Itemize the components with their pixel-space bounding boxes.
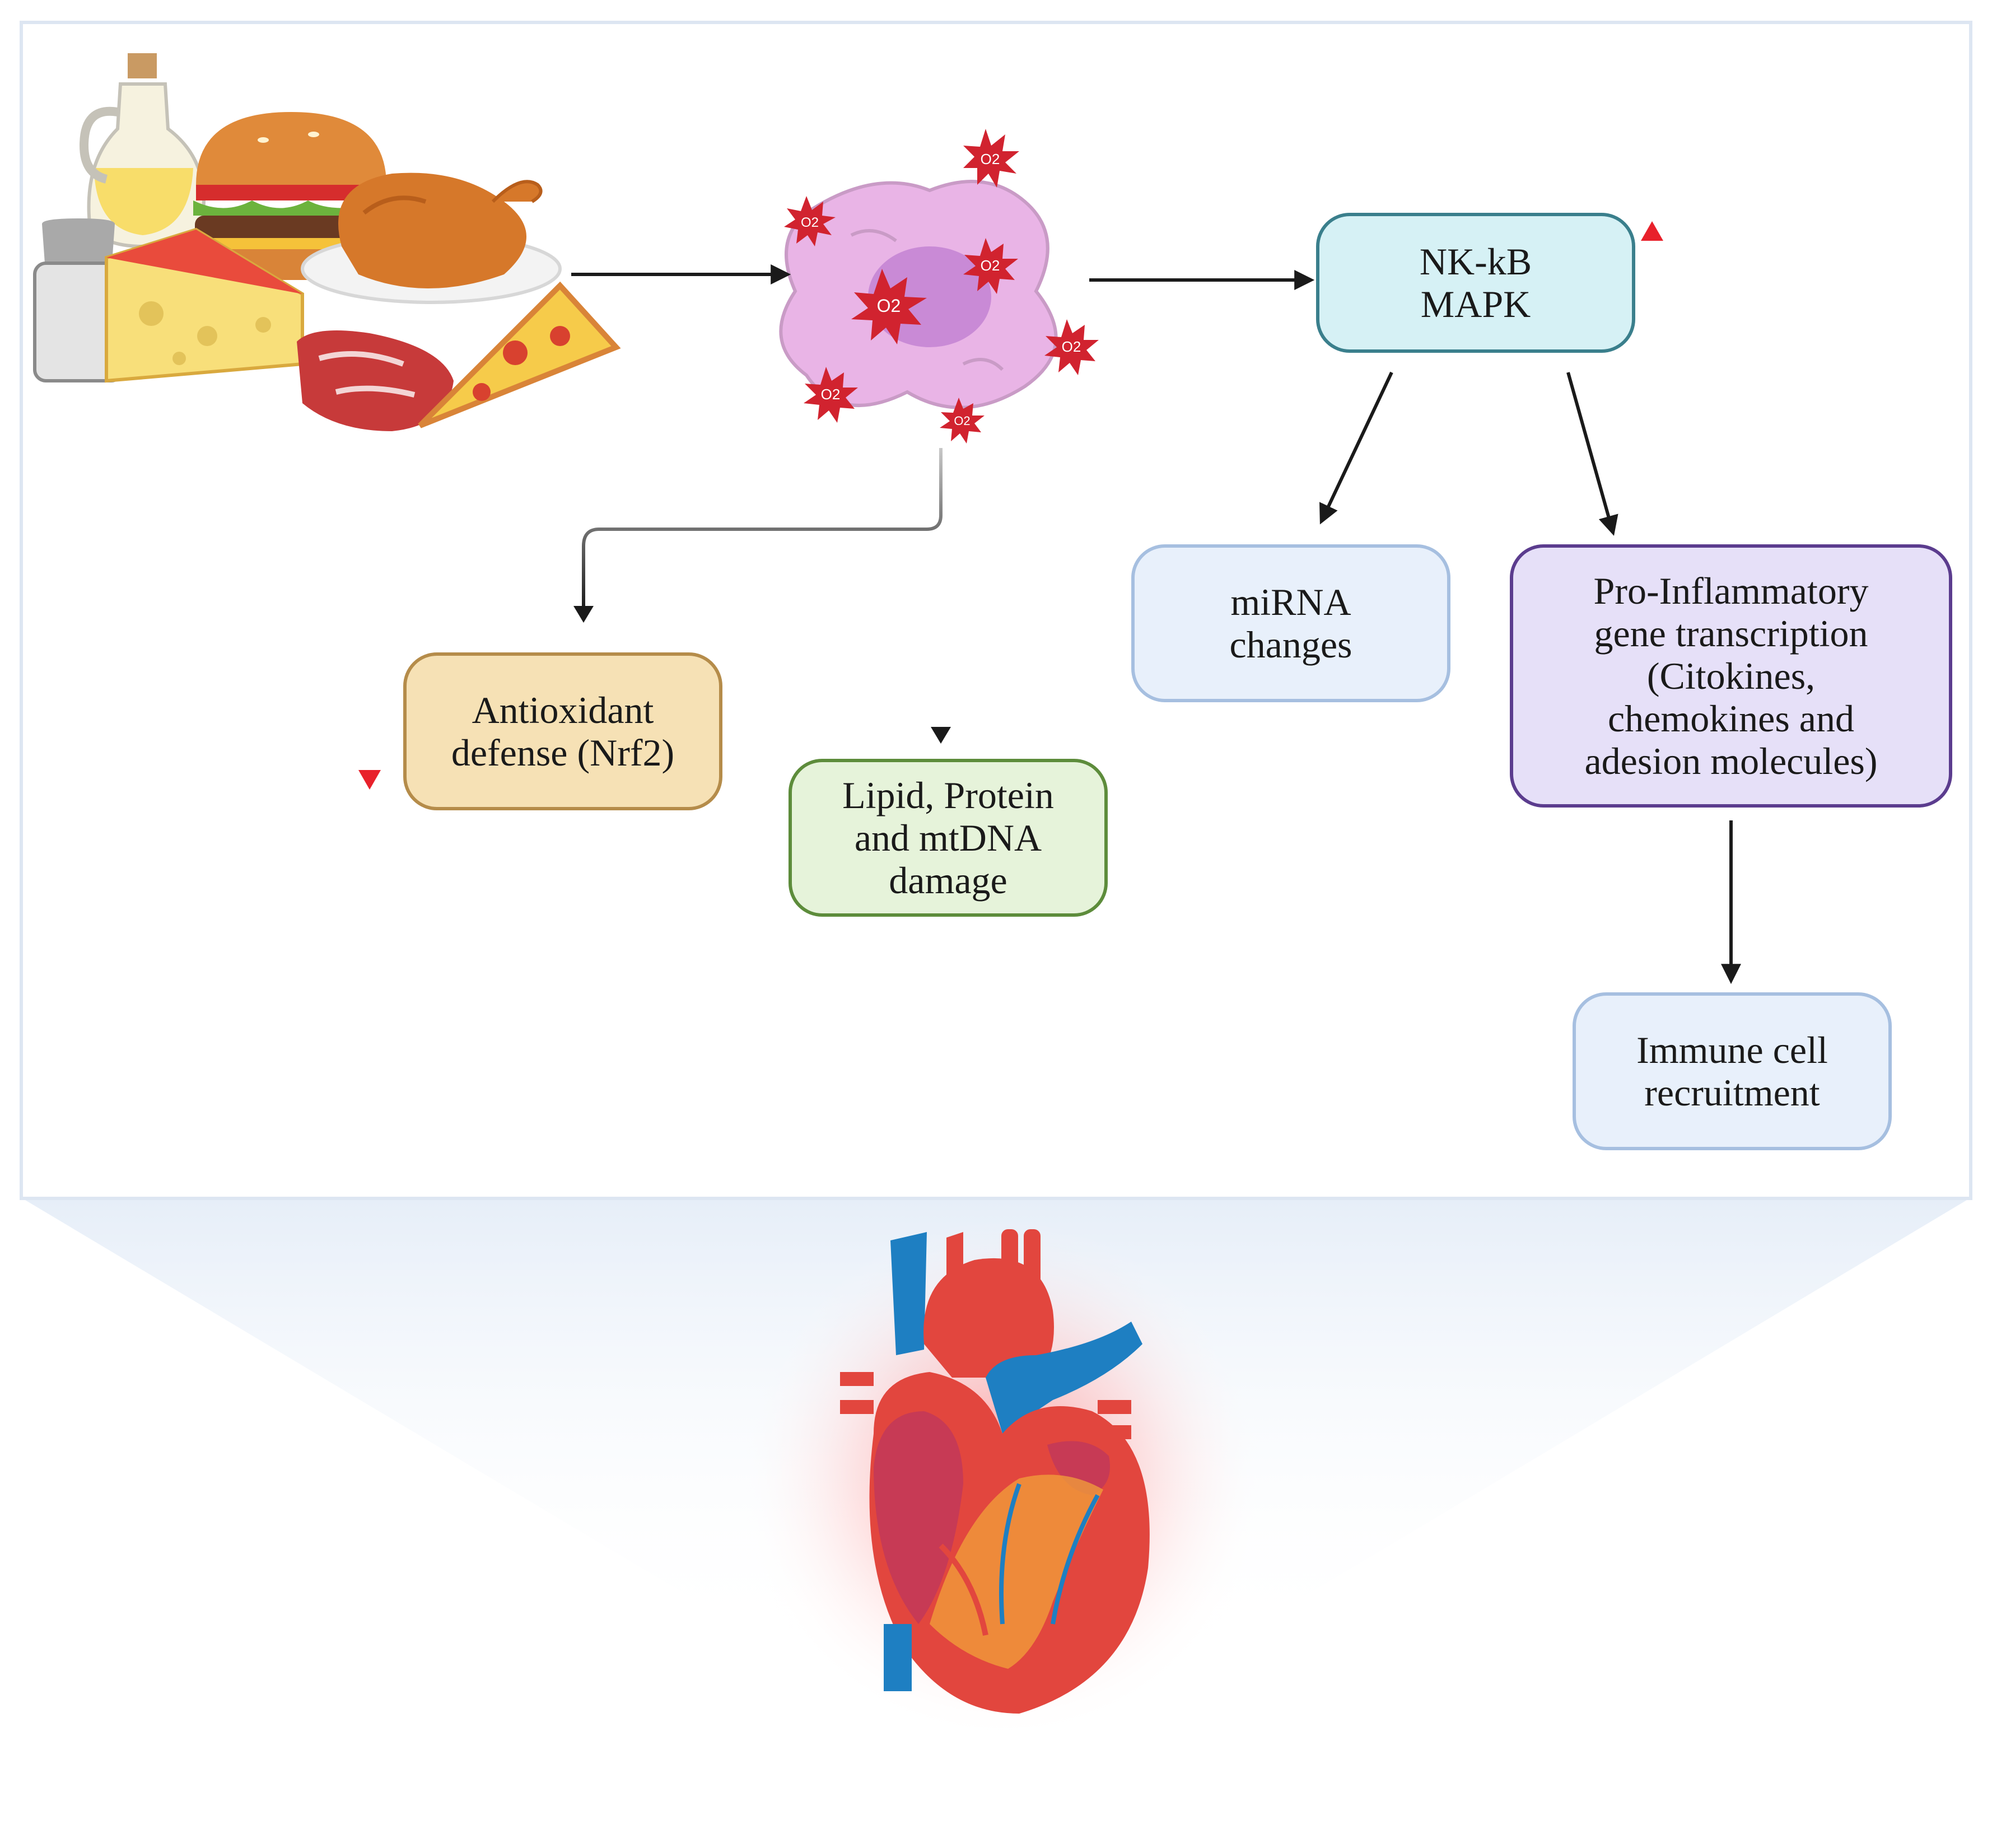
ros-label: O2 bbox=[981, 151, 1000, 167]
ros-group: O2 O2 O2 O2 O2 O2 O2 bbox=[784, 129, 1099, 444]
ros-label: O2 bbox=[1062, 338, 1081, 355]
ros-icon: O2 bbox=[804, 367, 858, 423]
cheese-icon bbox=[105, 227, 304, 383]
ros-icon: O2 bbox=[963, 129, 1019, 188]
indicator-up-icon bbox=[1641, 221, 1663, 330]
ros-icon: O2 bbox=[963, 238, 1018, 294]
nfkb-mapk-label: NK-kB MAPK bbox=[1419, 240, 1532, 325]
antioxidant-defense-box: Antioxidant defense (Nrf2) bbox=[403, 652, 722, 810]
pizza-icon bbox=[418, 281, 621, 428]
arrow-nfkb-to-mirna bbox=[1319, 371, 1393, 525]
ros-label: O2 bbox=[821, 386, 841, 403]
mirna-changes-box: miRNA changes bbox=[1131, 544, 1450, 702]
ros-label: O2 bbox=[981, 257, 1000, 274]
oil-bottle-icon bbox=[79, 53, 206, 249]
ros-label: O2 bbox=[877, 296, 901, 316]
meat-icon bbox=[297, 330, 454, 431]
arrow-head-lipid bbox=[931, 727, 951, 744]
immune-recruitment-label: Immune cell recruitment bbox=[1636, 1029, 1828, 1114]
nfkb-mapk-box: NK-kB MAPK bbox=[1316, 213, 1635, 353]
ros-icon: O2 bbox=[784, 196, 836, 246]
roast-chicken-icon bbox=[301, 172, 562, 304]
pro-inflammatory-box: Pro-Inflammatory gene transcription (Cit… bbox=[1510, 544, 1952, 808]
ros-icon: O2 bbox=[1044, 319, 1099, 375]
ros-label: O2 bbox=[954, 414, 970, 428]
heart-icon bbox=[840, 1229, 1150, 1714]
arrow-nfkb-to-pro bbox=[1566, 372, 1618, 536]
mirna-changes-label: miRNA changes bbox=[1229, 581, 1352, 666]
food-group bbox=[33, 53, 621, 431]
antioxidant-defense-label: Antioxidant defense (Nrf2) bbox=[451, 689, 675, 774]
pro-inflammatory-label: Pro-Inflammatory gene transcription (Cit… bbox=[1584, 570, 1878, 782]
arrow-head-antioxidant bbox=[573, 606, 594, 623]
ros-icon: O2 bbox=[851, 269, 927, 344]
arrows bbox=[571, 264, 1741, 984]
ros-icon: O2 bbox=[940, 398, 985, 444]
indicator-down-icon bbox=[358, 680, 381, 790]
immune-recruitment-box: Immune cell recruitment bbox=[1573, 992, 1892, 1150]
lipid-protein-damage-label: Lipid, Protein and mtDNA damage bbox=[842, 774, 1054, 902]
ros-label: O2 bbox=[801, 215, 819, 230]
lipid-protein-damage-box: Lipid, Protein and mtDNA damage bbox=[789, 759, 1108, 917]
